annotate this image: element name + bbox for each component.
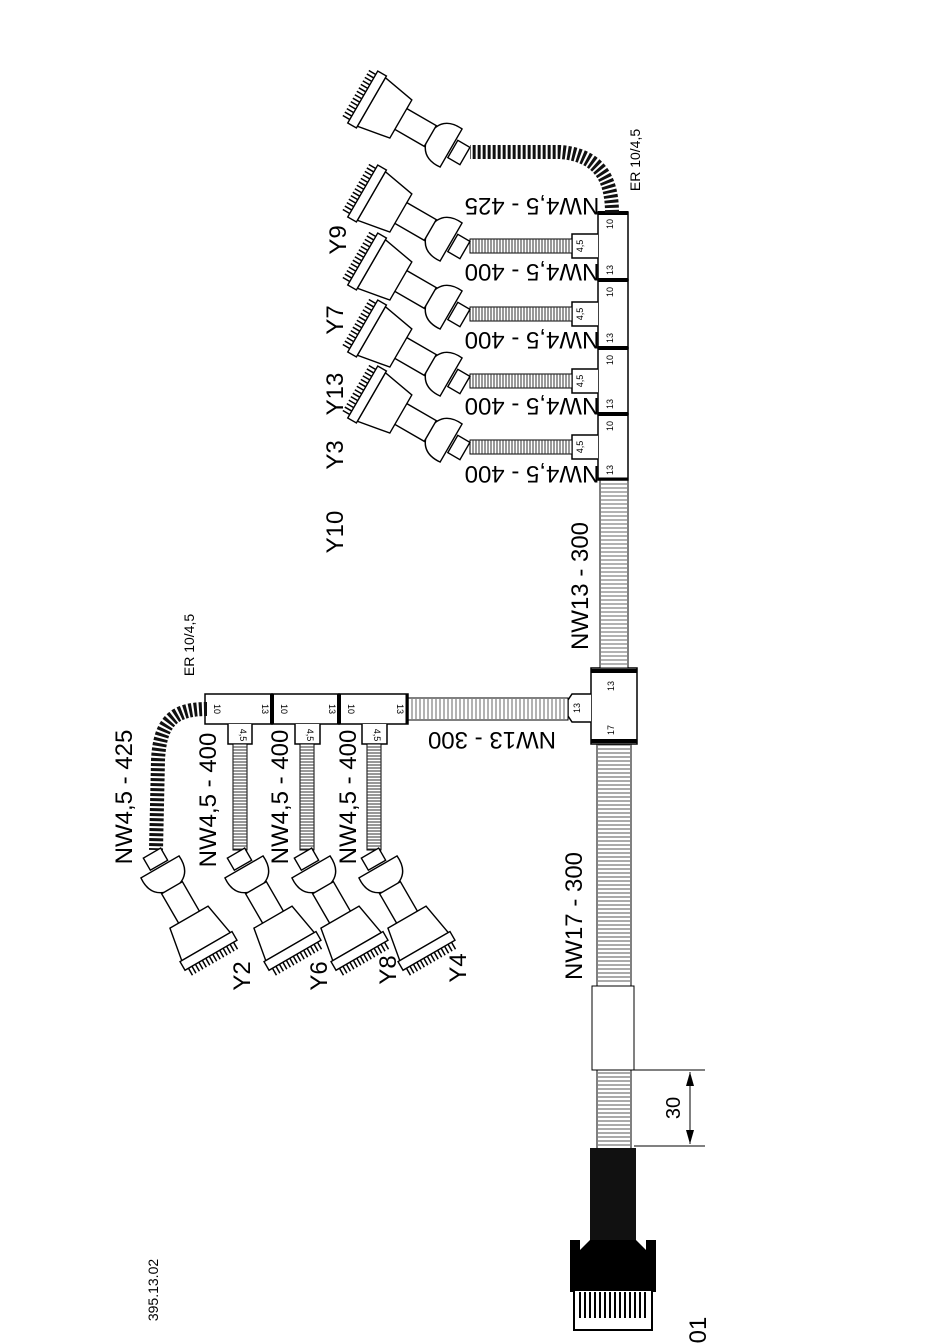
- svg-text:13: 13: [605, 333, 615, 343]
- right-branch-hose: [600, 480, 628, 668]
- valve-icon-y7: [341, 161, 480, 276]
- svg-text:13: 13: [605, 399, 615, 409]
- tee-port-a: 13: [606, 681, 616, 691]
- svg-text:13: 13: [605, 265, 615, 275]
- left-end-reducer-label: ER 10/4,5: [181, 614, 197, 676]
- main-connector: [570, 1240, 656, 1330]
- right-hose-label-3: NW4,5 - 400: [465, 326, 600, 353]
- black-sleeve: [590, 1148, 636, 1240]
- branch-hose-left-label: NW13 - 300: [428, 726, 556, 753]
- left-manifold: 10 13 10 13 10 13 4,5 4,5 4,5: [205, 694, 408, 744]
- svg-text:13: 13: [260, 704, 270, 714]
- main-connector-label: 01: [685, 1317, 712, 1344]
- tee-port-c: 17: [606, 725, 616, 735]
- svg-text:4,5: 4,5: [575, 441, 585, 454]
- valve-label-y13: Y13: [322, 373, 349, 416]
- right-hose-label-4: NW4,5 - 400: [465, 392, 600, 419]
- right-valves: [341, 67, 480, 477]
- main-trunk: [570, 742, 656, 1330]
- dimension-label: 30: [663, 1097, 685, 1119]
- branch-hose-right-label: NW13 - 300: [567, 522, 594, 650]
- main-hose-ribs: [598, 745, 630, 1145]
- tee-port-b: 13: [572, 703, 582, 713]
- valve-label-y7: Y7: [322, 305, 349, 334]
- svg-text:10: 10: [346, 704, 356, 714]
- svg-text:4,5: 4,5: [238, 729, 248, 742]
- main-hose-label: NW17 - 300: [561, 852, 588, 980]
- main-hose-lower: [597, 1070, 631, 1150]
- valve-label-y10: Y10: [322, 511, 349, 554]
- right-end-reducer-label: ER 10/4,5: [627, 129, 643, 191]
- valve-label-y9: Y9: [325, 225, 352, 254]
- valve-label-y8: Y8: [375, 955, 402, 984]
- valve-icon-y9: [341, 67, 480, 182]
- svg-text:10: 10: [605, 287, 615, 297]
- left-hose-label-3: NW4,5 - 400: [267, 730, 294, 865]
- svg-text:4,5: 4,5: [372, 729, 382, 742]
- main-sleeve: [592, 986, 634, 1070]
- valve-icon-y2: [126, 838, 241, 977]
- valve-label-y6: Y6: [306, 961, 333, 990]
- left-hose-label-4: NW4,5 - 400: [335, 730, 362, 865]
- svg-text:10: 10: [605, 219, 615, 229]
- left-hose-label-2: NW4,5 - 400: [195, 733, 222, 868]
- svg-text:10: 10: [605, 421, 615, 431]
- svg-text:13: 13: [605, 465, 615, 475]
- left-branch-hose: [408, 698, 568, 720]
- right-hose-label-1: NW4,5 - 425: [465, 192, 600, 219]
- left-hose-label-1: NW4,5 - 425: [111, 730, 138, 865]
- right-hose-label-2: NW4,5 - 400: [465, 258, 600, 285]
- valve-label-y2: Y2: [229, 961, 256, 990]
- document-id: 395.13.02: [145, 1259, 161, 1321]
- valve-label-y3: Y3: [322, 440, 349, 469]
- svg-text:4,5: 4,5: [575, 375, 585, 388]
- svg-text:13: 13: [327, 704, 337, 714]
- svg-text:13: 13: [395, 704, 405, 714]
- svg-text:10: 10: [279, 704, 289, 714]
- main-tee: 13 17 13: [568, 668, 637, 744]
- svg-text:4,5: 4,5: [305, 729, 315, 742]
- svg-text:10: 10: [605, 355, 615, 365]
- svg-text:4,5: 4,5: [575, 308, 585, 321]
- dimension-30: 30: [634, 1070, 705, 1146]
- svg-text:10: 10: [212, 704, 222, 714]
- valve-label-y4: Y4: [445, 953, 472, 982]
- svg-text:4,5: 4,5: [575, 240, 585, 253]
- right-hose-label-5: NW4,5 - 400: [465, 460, 600, 487]
